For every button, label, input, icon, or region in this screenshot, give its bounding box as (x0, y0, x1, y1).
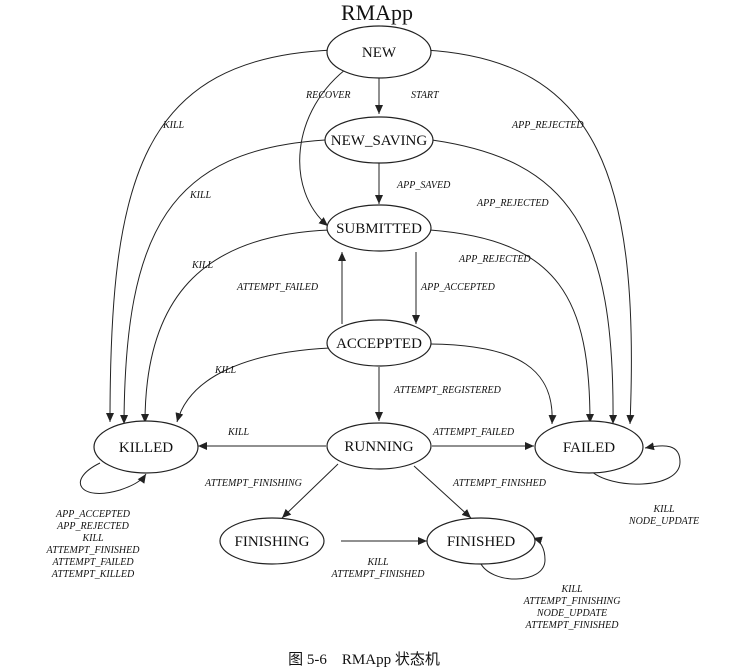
edge-new-saving-to-killed (120, 139, 326, 425)
edge-label-recover: RECOVER (305, 90, 350, 101)
state-finishing: FINISHING (219, 517, 325, 565)
self-loop-failed (589, 442, 681, 485)
edge-label-app-rejected: APP_REJECTED (458, 254, 531, 265)
edge-new-to-killed (106, 49, 334, 423)
loop-label: ATTEMPT_FINISHED (525, 620, 620, 631)
edge-label-app-rejected: APP_REJECTED (511, 120, 584, 131)
loop-label: ATTEMPT_FINISHED (46, 545, 141, 556)
state-label: FINISHED (447, 534, 516, 550)
loop-label: ATTEMPT_KILLED (51, 569, 135, 580)
state-label: ACCEPPTED (336, 336, 422, 352)
edge-running-to-finished (413, 465, 472, 519)
edge-label-kill: KILL (366, 557, 389, 568)
edge-label-kill: KILL (227, 427, 250, 438)
state-label: KILLED (119, 440, 173, 456)
edge-label-kill: KILL (214, 365, 237, 376)
edge-label-start: START (411, 90, 440, 101)
edge-label-app-accepted: APP_ACCEPTED (420, 282, 496, 293)
loop-label: ATTEMPT_FAILED (51, 557, 134, 568)
state-running: RUNNING (326, 422, 432, 470)
state-new-saving: NEW_SAVING (324, 116, 434, 164)
edge-label-kill: KILL (189, 190, 212, 201)
edge-label-attempt-registered: ATTEMPT_REGISTERED (393, 385, 502, 396)
self-loop-killed (79, 462, 147, 494)
state-label: SUBMITTED (336, 221, 422, 237)
state-killed: KILLED (93, 420, 199, 474)
loop-label: NODE_UPDATE (536, 608, 607, 619)
loop-label: ATTEMPT_FINISHING (523, 596, 621, 607)
loop-label: KILL (652, 504, 675, 515)
state-label: NEW_SAVING (331, 133, 428, 149)
figure-caption: 图 5-6 RMApp 状态机 (288, 651, 440, 668)
self-loop-finished (479, 536, 546, 580)
edge-label-attempt-finished: ATTEMPT_FINISHED (452, 478, 547, 489)
state-finished: FINISHED (426, 517, 536, 565)
edge-new-to-submitted (299, 65, 351, 227)
loop-label: NODE_UPDATE (628, 516, 699, 527)
loop-label: APP_ACCEPTED (55, 509, 131, 520)
edge-label-attempt-failed: ATTEMPT_FAILED (236, 282, 319, 293)
edge-submitted-to-killed (141, 229, 331, 424)
state-label: RUNNING (344, 439, 413, 455)
loop-label: KILL (560, 584, 583, 595)
self-loop-labels-finished: KILL ATTEMPT_FINISHING NODE_UPDATE ATTEM… (523, 584, 621, 631)
state-label: FINISHING (235, 534, 310, 550)
state-label: NEW (362, 45, 397, 61)
state-label: FAILED (563, 440, 615, 456)
edge-submitted-to-failed (429, 229, 594, 424)
state-accepted: ACCEPPTED (326, 319, 432, 367)
edge-new-to-failed (424, 49, 635, 425)
edge-running-to-finishing (281, 463, 339, 519)
edge-label-attempt-finished: ATTEMPT_FINISHED (331, 569, 426, 580)
edge-label-kill: KILL (162, 120, 185, 131)
edge-accepted-to-killed (175, 347, 331, 423)
edge-accepted-to-failed (429, 343, 557, 425)
diagram-title: RMApp (341, 0, 413, 25)
state-new: NEW (326, 25, 432, 79)
self-loop-labels-failed: KILL NODE_UPDATE (628, 504, 699, 527)
edge-label-attempt-failed: ATTEMPT_FAILED (432, 427, 515, 438)
edge-label-attempt-finishing: ATTEMPT_FINISHING (204, 478, 302, 489)
loop-label: APP_REJECTED (56, 521, 129, 532)
self-loop-labels-killed: APP_ACCEPTED APP_REJECTED KILL ATTEMPT_F… (46, 509, 141, 580)
state-failed: FAILED (534, 420, 644, 474)
edge-new-saving-to-failed (431, 139, 618, 425)
edge-label-app-rejected: APP_REJECTED (476, 198, 549, 209)
edge-label-app-saved: APP_SAVED (396, 180, 451, 191)
edge-label-kill: KILL (191, 260, 214, 271)
state-submitted: SUBMITTED (326, 204, 432, 252)
loop-label: KILL (81, 533, 104, 544)
